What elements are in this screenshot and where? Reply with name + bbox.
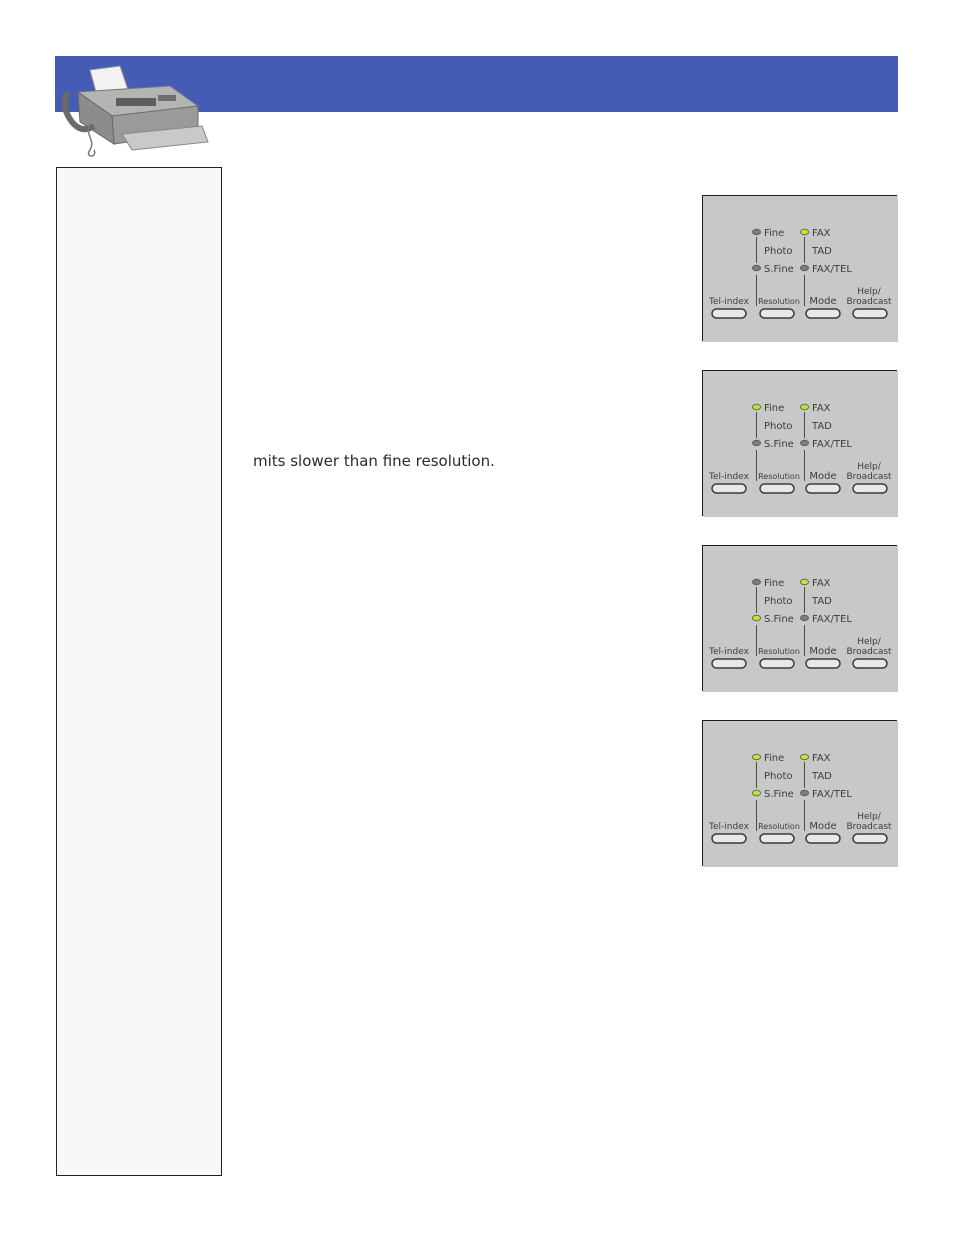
label-fine: Fine	[764, 578, 784, 589]
label-resolution: Resolution	[758, 822, 800, 831]
label-help: Help/	[857, 637, 882, 647]
resolution-button[interactable]	[759, 483, 795, 494]
label-resolution: Resolution	[758, 647, 800, 656]
led-fine	[752, 753, 761, 761]
label-tad: TAD	[811, 596, 832, 607]
label-broadcast: Broadcast	[846, 822, 892, 832]
help-broadcast-button[interactable]	[852, 308, 888, 319]
resolution-button[interactable]	[759, 308, 795, 319]
label-broadcast: Broadcast	[846, 472, 892, 482]
mode-button[interactable]	[805, 833, 841, 844]
led-sfine	[752, 614, 761, 622]
led-faxtel	[800, 614, 809, 622]
header-banner	[55, 56, 898, 112]
label-broadcast: Broadcast	[846, 647, 892, 657]
resolution-button[interactable]	[759, 658, 795, 669]
fax-machine-icon	[61, 65, 209, 157]
led-faxtel	[800, 789, 809, 797]
label-photo: Photo	[764, 246, 793, 257]
label-fine: Fine	[764, 228, 784, 239]
label-mode: Mode	[809, 821, 836, 832]
led-fax	[800, 228, 809, 236]
tel-index-button[interactable]	[711, 308, 747, 319]
label-tel-index: Tel-index	[708, 472, 750, 482]
label-photo: Photo	[764, 421, 793, 432]
label-fax: FAX	[812, 403, 831, 414]
body-text: mits slower than fine resolution.	[253, 452, 495, 470]
led-sfine	[752, 789, 761, 797]
label-faxtel: FAX/TEL	[812, 789, 852, 800]
control-panel-photo: Fine Photo S.Fine FAX TAD FAX/TEL Tel-in…	[702, 195, 898, 342]
control-panel-photo: Fine Photo S.Fine FAX TAD FAX/TEL Tel-in…	[702, 720, 898, 867]
label-sfine: S.Fine	[764, 264, 794, 275]
label-photo: Photo	[764, 771, 793, 782]
label-fax: FAX	[812, 578, 831, 589]
led-fine	[752, 578, 761, 586]
label-sfine: S.Fine	[764, 614, 794, 625]
label-resolution: Resolution	[758, 472, 800, 481]
label-photo: Photo	[764, 596, 793, 607]
led-fax	[800, 403, 809, 411]
sidebar-box	[56, 167, 222, 1176]
resolution-button[interactable]	[759, 833, 795, 844]
label-fax: FAX	[812, 228, 831, 239]
help-broadcast-button[interactable]	[852, 658, 888, 669]
led-sfine	[752, 439, 761, 447]
control-panel-photo: Fine Photo S.Fine FAX TAD FAX/TEL Tel-in…	[702, 370, 898, 517]
label-tad: TAD	[811, 246, 832, 257]
label-help: Help/	[857, 287, 882, 297]
label-resolution: Resolution	[758, 297, 800, 306]
label-faxtel: FAX/TEL	[812, 614, 852, 625]
label-faxtel: FAX/TEL	[812, 439, 852, 450]
label-fine: Fine	[764, 403, 784, 414]
label-tel-index: Tel-index	[708, 647, 750, 657]
led-sfine	[752, 264, 761, 272]
help-broadcast-button[interactable]	[852, 833, 888, 844]
tel-index-button[interactable]	[711, 483, 747, 494]
label-tad: TAD	[811, 421, 832, 432]
label-fax: FAX	[812, 753, 831, 764]
label-tad: TAD	[811, 771, 832, 782]
control-panel-photo: Fine Photo S.Fine FAX TAD FAX/TEL Tel-in…	[702, 545, 898, 692]
label-mode: Mode	[809, 646, 836, 657]
label-mode: Mode	[809, 471, 836, 482]
label-sfine: S.Fine	[764, 789, 794, 800]
led-faxtel	[800, 439, 809, 447]
label-sfine: S.Fine	[764, 439, 794, 450]
mode-button[interactable]	[805, 483, 841, 494]
label-faxtel: FAX/TEL	[812, 264, 852, 275]
tel-index-button[interactable]	[711, 658, 747, 669]
help-broadcast-button[interactable]	[852, 483, 888, 494]
mode-button[interactable]	[805, 658, 841, 669]
led-faxtel	[800, 264, 809, 272]
led-fax	[800, 753, 809, 761]
label-tel-index: Tel-index	[708, 297, 750, 307]
label-mode: Mode	[809, 296, 836, 307]
led-fax	[800, 578, 809, 586]
mode-button[interactable]	[805, 308, 841, 319]
led-fine	[752, 403, 761, 411]
label-help: Help/	[857, 812, 882, 822]
led-fine	[752, 228, 761, 236]
label-broadcast: Broadcast	[846, 297, 892, 307]
tel-index-button[interactable]	[711, 833, 747, 844]
label-tel-index: Tel-index	[708, 822, 750, 832]
label-fine: Fine	[764, 753, 784, 764]
label-help: Help/	[857, 462, 882, 472]
